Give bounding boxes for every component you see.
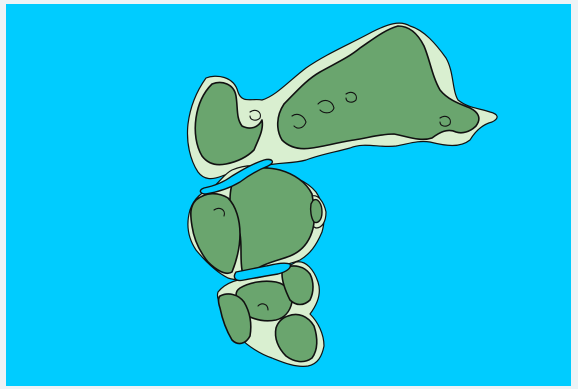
- coast-detail: [291, 113, 307, 129]
- coast-detail: [439, 115, 451, 127]
- coast-details: [213, 91, 451, 311]
- west-landmass[interactable]: [190, 192, 241, 275]
- coast-detail: [317, 99, 335, 114]
- south-tip[interactable]: [274, 313, 318, 363]
- northeast-arm[interactable]: [276, 25, 480, 150]
- southern-seaway: [233, 262, 292, 282]
- paleogeographic-map[interactable]: [6, 4, 571, 386]
- coast-detail: [345, 91, 357, 103]
- coast-detail: [257, 303, 269, 311]
- map-viewport[interactable]: [6, 4, 571, 386]
- coast-detail: [249, 109, 261, 121]
- coast-detail: [213, 207, 225, 217]
- landmasses: [190, 25, 480, 363]
- islands: [309, 198, 323, 224]
- east-island[interactable]: [309, 198, 323, 224]
- northern-seaway: [199, 158, 274, 195]
- north-landmass[interactable]: [194, 81, 264, 166]
- southwest-block[interactable]: [217, 293, 252, 345]
- seaways: [199, 158, 292, 282]
